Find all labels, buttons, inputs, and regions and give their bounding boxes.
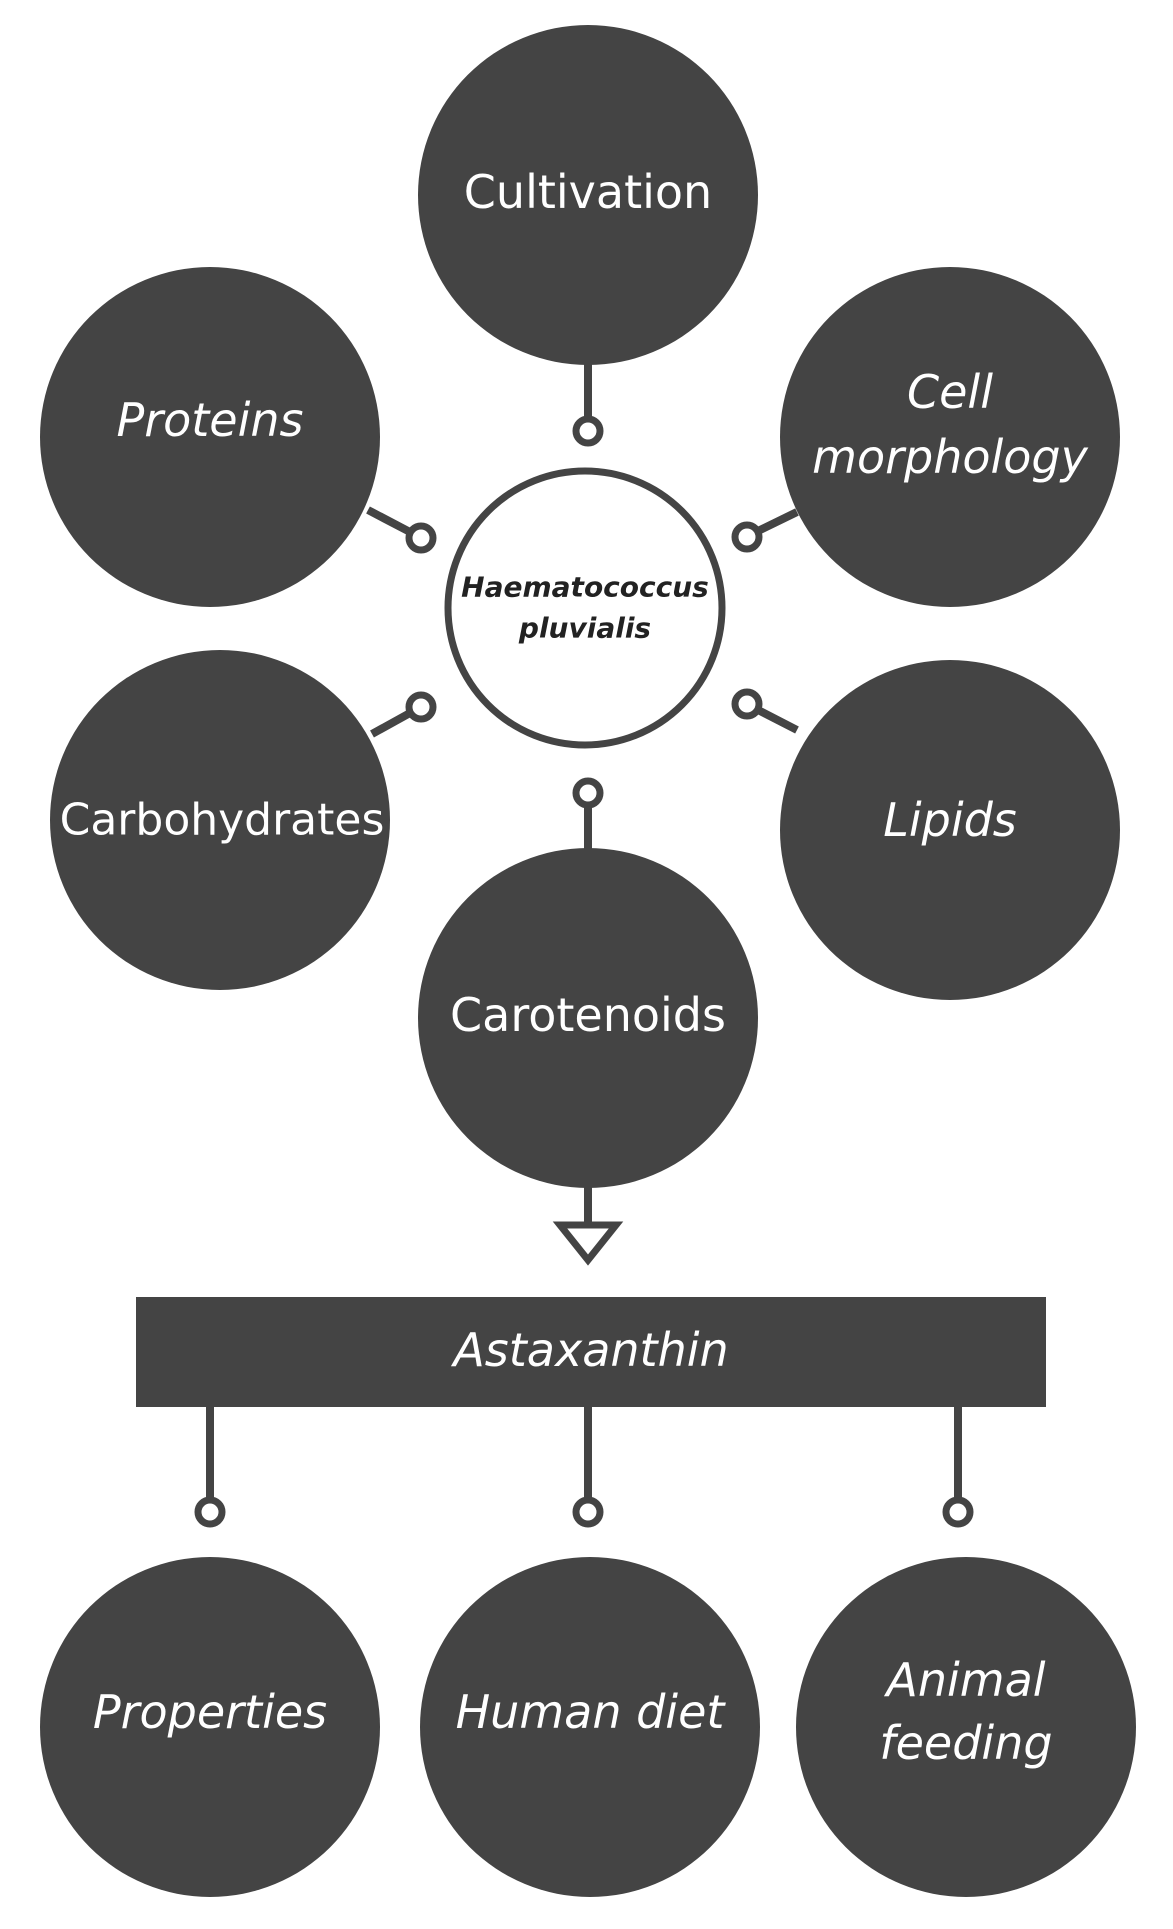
node-animal-feeding-label-line2: feeding xyxy=(879,1716,1052,1770)
connector-carotenoids-astaxanthin xyxy=(552,1180,624,1266)
connector-human-diet xyxy=(572,1395,604,1528)
connector-animal-feeding xyxy=(942,1395,974,1528)
astaxanthin-bar: Astaxanthin xyxy=(136,1297,1046,1407)
node-carotenoids: Carotenoids xyxy=(418,848,758,1188)
node-carotenoids-label: Carotenoids xyxy=(450,988,726,1042)
node-properties-label: Properties xyxy=(93,1685,327,1739)
node-lipids-label: Lipids xyxy=(883,793,1017,847)
connector-cultivation xyxy=(572,360,604,447)
node-human-diet: Human diet xyxy=(420,1557,760,1897)
node-cell-morphology: Cell morphology xyxy=(780,267,1120,607)
node-human-diet-label: Human diet xyxy=(456,1685,727,1739)
node-proteins-label: Proteins xyxy=(116,393,303,447)
node-carbohydrates-label: Carbohydrates xyxy=(60,795,385,846)
connector-cell-morphology xyxy=(731,508,799,553)
connector-properties xyxy=(194,1395,226,1528)
node-lipids: Lipids xyxy=(780,660,1120,1000)
connector-lipids xyxy=(731,688,799,734)
connector-carotenoids xyxy=(572,777,604,852)
connector-carbohydrates xyxy=(370,691,437,738)
connector-proteins xyxy=(366,506,437,554)
center-node: Haematococcus pluvialis xyxy=(444,467,726,749)
node-cultivation-label: Cultivation xyxy=(464,165,712,219)
astaxanthin-label: Astaxanthin xyxy=(450,1323,728,1377)
node-cell-morphology-label-line2: morphology xyxy=(812,430,1088,484)
node-animal-feeding-label-line1: Animal xyxy=(883,1653,1045,1707)
node-properties: Properties xyxy=(40,1557,380,1897)
node-animal-feeding: Animal feeding xyxy=(796,1557,1136,1897)
node-cultivation: Cultivation xyxy=(418,25,758,365)
node-carbohydrates: Carbohydrates xyxy=(50,650,390,990)
node-proteins: Proteins xyxy=(40,267,380,607)
center-label-line2: pluvialis xyxy=(518,612,651,645)
down-arrow-icon xyxy=(552,1221,624,1266)
node-cell-morphology-label-line1: Cell xyxy=(907,365,993,419)
center-label-line1: Haematococcus xyxy=(461,571,709,604)
